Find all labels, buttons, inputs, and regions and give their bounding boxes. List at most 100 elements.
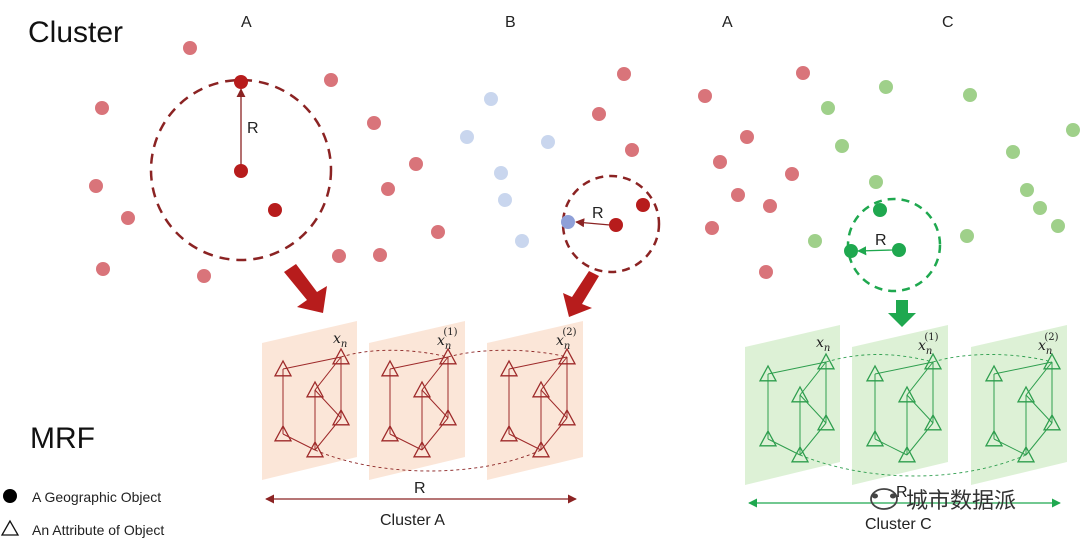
cluster-c-graph-2-attribute-3 bbox=[1042, 413, 1062, 431]
red-object-8 bbox=[409, 157, 423, 171]
red-object-13 bbox=[617, 67, 631, 81]
cluster-c-graph-0-attribute-3 bbox=[816, 413, 836, 431]
red-object-5 bbox=[197, 269, 211, 283]
cluster-c-graph-2-edge-5 bbox=[1025, 422, 1053, 456]
cluster-a-graph-2-edge-0 bbox=[508, 356, 568, 370]
cluster-c-graph-1-edge-2 bbox=[906, 361, 934, 396]
watermark-text: 城市数据派 bbox=[906, 489, 1016, 514]
red-object-23 bbox=[705, 221, 719, 235]
green-object-8 bbox=[1033, 201, 1047, 215]
cluster-a-caption: Cluster A bbox=[380, 512, 445, 529]
cluster-a-graph-1-edge-0 bbox=[389, 356, 449, 370]
cluster-a-center-object bbox=[234, 164, 248, 178]
cluster-a-graph-2-attribute-2 bbox=[531, 380, 551, 398]
mrf-title: MRF bbox=[30, 422, 95, 455]
cluster-c-radius-label: R bbox=[875, 232, 887, 249]
mrf-graphs bbox=[273, 347, 1062, 477]
cluster-c-graph-0-edge-7 bbox=[799, 394, 827, 424]
cluster-c-graph-0-attribute-2 bbox=[790, 385, 810, 403]
cluster-a-graph-1-attribute-2 bbox=[412, 380, 432, 398]
green-object-10 bbox=[1051, 219, 1065, 233]
legend-object-label: A Geographic Object bbox=[32, 489, 161, 505]
red-object-15 bbox=[625, 143, 639, 157]
layer-label-a1-sup: (1) bbox=[443, 327, 457, 338]
cluster-a-graph-0-edge-0 bbox=[282, 356, 342, 370]
green-object-5 bbox=[1006, 145, 1020, 159]
cluster-a-link-bottom bbox=[314, 449, 542, 472]
layer-label-a1-base: x bbox=[437, 333, 445, 349]
watermark-chat-dot-1 bbox=[872, 493, 878, 499]
cluster-c-edge-object bbox=[844, 244, 858, 258]
cluster-a-graph-2-attribute-4 bbox=[499, 424, 519, 442]
red-object-17 bbox=[698, 89, 712, 103]
cluster-c-caption: Cluster C bbox=[865, 516, 932, 533]
green-object-7 bbox=[1020, 183, 1034, 197]
green-object-2 bbox=[821, 101, 835, 115]
cluster-c-graph-1-attribute-3 bbox=[923, 413, 943, 431]
red-object-21 bbox=[731, 188, 745, 202]
legend-attribute-symbol bbox=[0, 519, 20, 536]
cluster-c-graph-1-edge-0 bbox=[874, 361, 934, 375]
red-object-2 bbox=[89, 179, 103, 193]
watermark-chat-icon bbox=[870, 488, 898, 510]
cluster-c-graph-0-attribute-5 bbox=[790, 445, 810, 463]
cluster-a-graph-0-attribute-1 bbox=[331, 347, 351, 365]
mrf-layer-panel-c1 bbox=[852, 325, 948, 485]
cluster-a-graph-0-attribute-0 bbox=[273, 359, 293, 377]
column-label-c: C bbox=[942, 14, 954, 31]
cluster-a-graph-2-attribute-0 bbox=[499, 359, 519, 377]
red-object-14 bbox=[592, 107, 606, 121]
green-object-9 bbox=[960, 229, 974, 243]
layer-label-c0-base: x bbox=[816, 335, 824, 351]
cluster-a-member-object bbox=[268, 203, 282, 217]
cluster-b-radius-arrow bbox=[575, 218, 611, 228]
red-object-22 bbox=[763, 199, 777, 213]
cluster-c-graph-2-edge-0 bbox=[993, 361, 1053, 375]
cluster-c-graph-1-attribute-0 bbox=[865, 364, 885, 382]
cluster-c-graph-0-attribute-0 bbox=[758, 364, 778, 382]
cluster-c-graph-0-attribute-1 bbox=[816, 352, 836, 370]
cluster-c-radius-arrow bbox=[857, 246, 894, 256]
cluster-c-graph-2-edge-7 bbox=[1025, 394, 1053, 424]
cluster-b-down-arrow bbox=[563, 271, 599, 317]
cluster-c-span-label: R bbox=[896, 484, 908, 501]
cluster-c-graph-2-attribute-5 bbox=[1016, 445, 1036, 463]
cluster-c-member-object bbox=[873, 203, 887, 217]
legend-object-symbol bbox=[3, 489, 17, 503]
red-object-16 bbox=[796, 66, 810, 80]
cluster-a-graph-0 bbox=[273, 347, 351, 458]
cluster-a-graph-0-attribute-4 bbox=[273, 424, 293, 442]
red-object-18 bbox=[740, 130, 754, 144]
cluster-c-graph-1 bbox=[865, 352, 943, 463]
green-object-1 bbox=[963, 88, 977, 102]
red-object-0 bbox=[183, 41, 197, 55]
cluster-a-graph-0-edge-7 bbox=[314, 389, 342, 419]
red-object-10 bbox=[332, 249, 346, 263]
cluster-a-graph-1-attribute-5 bbox=[412, 440, 432, 458]
cluster-a-graph-2-edge-2 bbox=[540, 356, 568, 391]
cluster-a-radius-label: R bbox=[247, 120, 259, 137]
cluster-a-down-arrow bbox=[284, 264, 327, 313]
cluster-c-graph-0-edge-0 bbox=[767, 361, 827, 375]
layer-label-a2-sup: (2) bbox=[562, 327, 576, 338]
cluster-c-down-arrow bbox=[888, 300, 916, 327]
cluster-c-graph-2 bbox=[984, 352, 1062, 463]
green-object-0 bbox=[879, 80, 893, 94]
cluster-c-graph-2-attribute-2 bbox=[1016, 385, 1036, 403]
cluster-a-graph-2-edge-5 bbox=[540, 417, 568, 451]
cluster-a-graph-2-attribute-3 bbox=[557, 408, 577, 426]
cluster-c-graph-1-attribute-4 bbox=[865, 429, 885, 447]
mrf-layer-panel-c0 bbox=[745, 325, 840, 485]
cluster-a-graph-1-edge-5 bbox=[421, 417, 449, 451]
cluster-c-radius-circle bbox=[846, 197, 942, 293]
cluster-a-graph-0-edge-2 bbox=[314, 356, 342, 391]
cluster-a-graph-2-edge-7 bbox=[540, 389, 568, 419]
layer-label-c2-sub: n bbox=[1046, 346, 1052, 357]
layer-label-a2-sub: n bbox=[564, 341, 570, 352]
cluster-a-graph-0-attribute-3 bbox=[331, 408, 351, 426]
layer-label-a1: xn(1) bbox=[437, 327, 458, 352]
blue-object-3 bbox=[494, 166, 508, 180]
cluster-a-graph-1-attribute-3 bbox=[438, 408, 458, 426]
cluster-a-graph-0-edge-5 bbox=[314, 417, 342, 451]
